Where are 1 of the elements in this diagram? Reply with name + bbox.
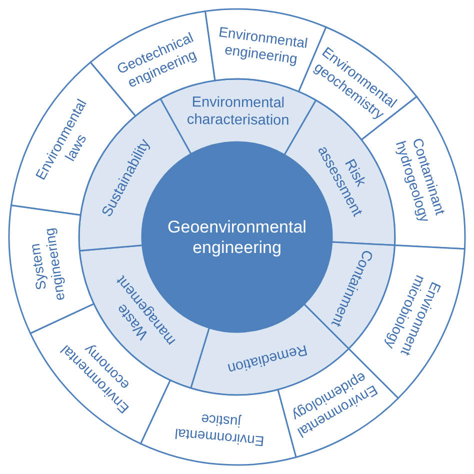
ring-segment: System engineering <box>8 204 95 334</box>
